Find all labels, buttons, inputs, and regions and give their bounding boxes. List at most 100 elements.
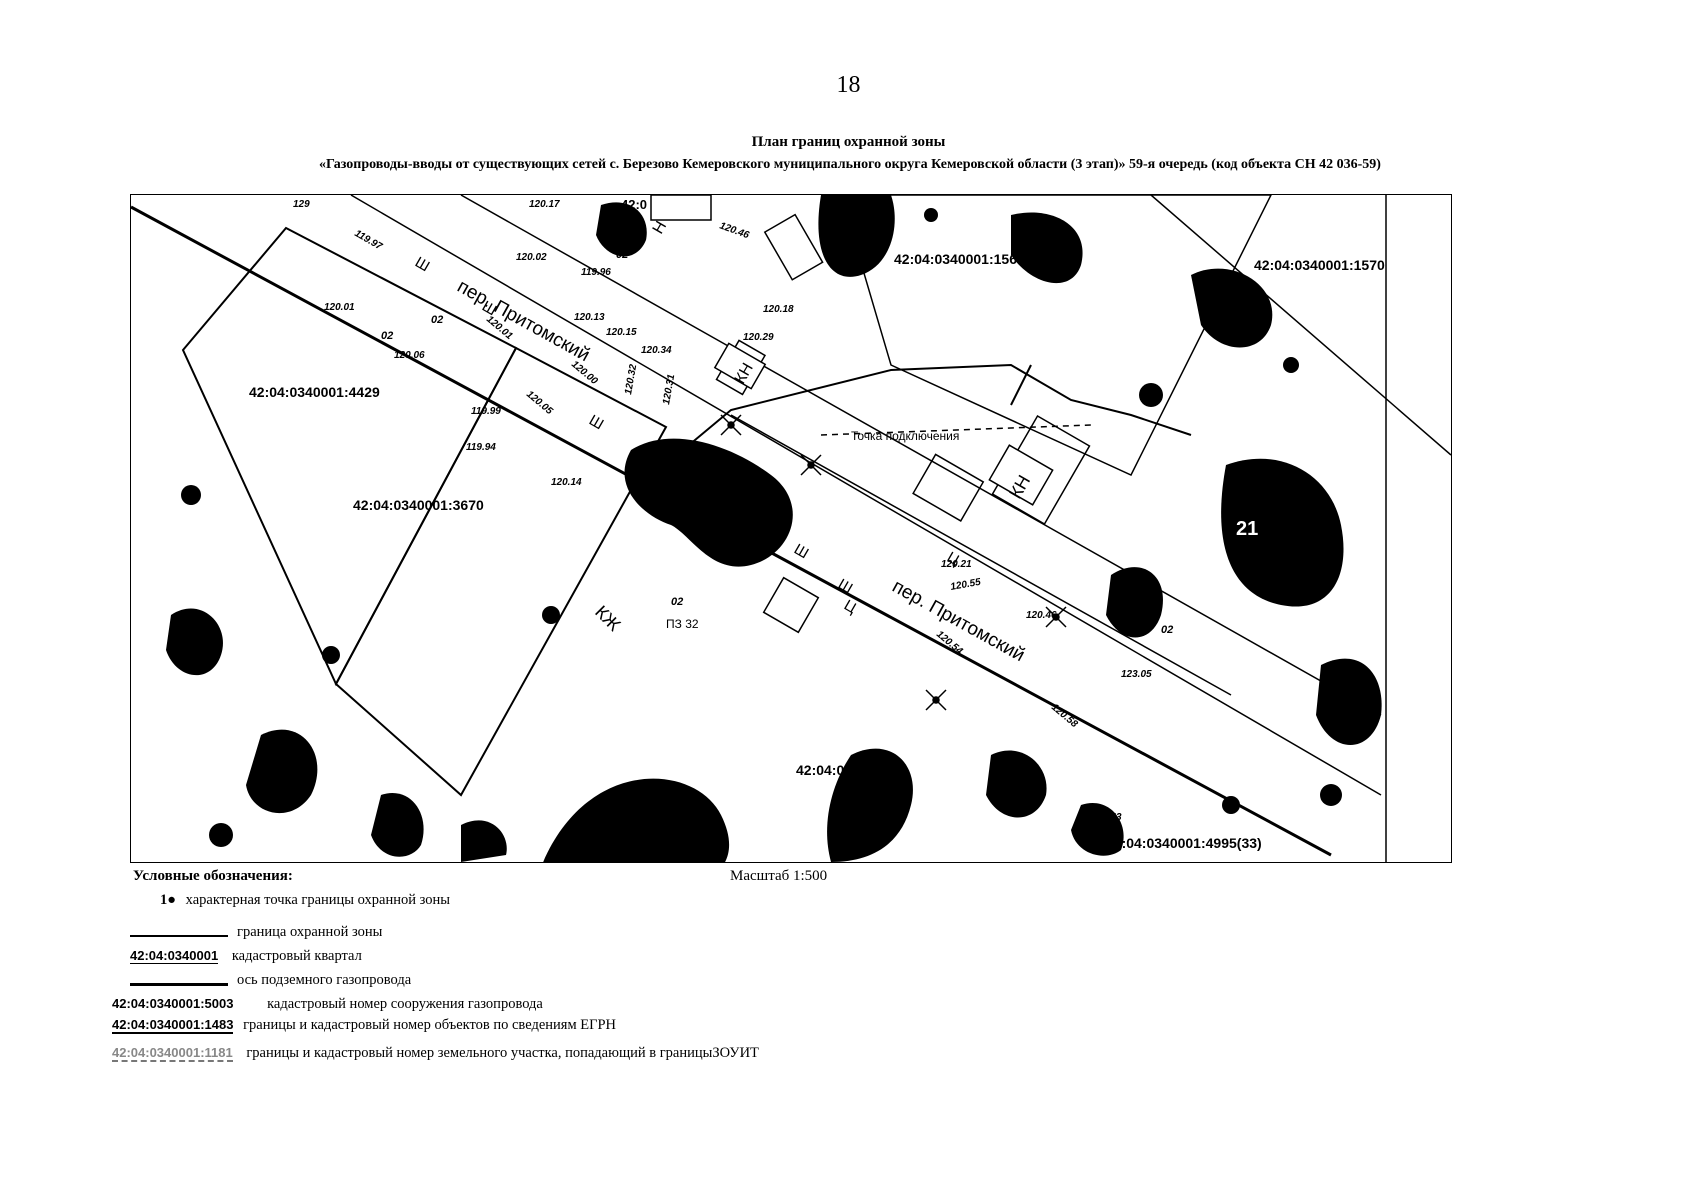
building-label-n: Н [650, 218, 671, 237]
elevation-label: 120.15 [606, 327, 637, 338]
legend-row-quarter: 42:04:0340001 кадастровый квартал [130, 948, 362, 965]
legend-title: Условные обозначения: [133, 868, 293, 884]
parcel-label-quarter: 42:04:0340001 [796, 762, 891, 778]
elevation-label: 120.17 [529, 199, 560, 210]
parcel-label-4995: 42:04:0340001:4995(33) [1106, 835, 1262, 851]
boundary-line-sample [130, 935, 228, 937]
utility-mark: Ш [835, 576, 855, 598]
dark-mass [246, 729, 318, 814]
dark-mass [624, 438, 793, 567]
legend-parcel-text: границы и кадастровый номер земельного у… [246, 1045, 759, 1061]
point-marker [800, 454, 822, 476]
elevation-label: 120.06 [394, 350, 425, 361]
dark-mass-group [166, 195, 1382, 862]
legend-structure-text: кадастровый номер сооружения газопровода [267, 996, 543, 1012]
elevation-label: 120.34 [641, 345, 672, 356]
dark-mass [461, 820, 507, 862]
cadastral-map: 42:04:0340001:4429 42:04:0340001:3670 42… [130, 194, 1452, 863]
dark-dot [1283, 357, 1299, 373]
legend-egrn-code: 42:04:0340001:1483 [112, 1017, 234, 1034]
building-label-21: 21 [1236, 518, 1258, 540]
dark-dot [1222, 796, 1240, 814]
kn-box-2 [988, 444, 1054, 506]
elevation-label: 120.31 [661, 373, 677, 405]
misc-mark: 02 [431, 314, 443, 326]
misc-marks: 02 02 02 02 02 [381, 249, 1173, 636]
parcel-label-4429: 42:04:0340001:4429 [249, 384, 380, 400]
boundary-points [720, 414, 1067, 711]
legend-structure-code: 42:04:0340001:5003 [112, 996, 234, 1011]
parcel-label-1569: 42:04:0340001:1569 [894, 251, 1025, 267]
plan-title: План границ охранной зоны [751, 134, 946, 150]
legend-row-parcel: 42:04:0340001:1181 границы и кадастровый… [112, 1045, 759, 1062]
dark-mass [371, 793, 424, 857]
connection-point-label: Точка подключения [851, 429, 959, 443]
parcel-boundary-east [840, 195, 1272, 476]
parcel-line-ne [1150, 195, 1451, 456]
utility-mark: Ш [412, 254, 432, 276]
building-label-kzh: КЖ [591, 602, 625, 636]
parcel-boundary-3670 [334, 346, 668, 797]
elevation-label: 130.43 [1091, 812, 1122, 823]
elevation-label: 119.96 [581, 267, 611, 278]
misc-mark: 02 [616, 249, 628, 261]
kn-box-1 [713, 342, 767, 390]
pipeline-axis-sample [130, 983, 228, 986]
misc-mark: 02 [381, 330, 393, 342]
dark-dot [924, 208, 938, 222]
dark-dot [1320, 784, 1342, 806]
elevation-label: 120.14 [551, 477, 582, 488]
elevation-label: 119.94 [466, 442, 496, 453]
building-label-42: 42 [506, 657, 522, 673]
legend-point-text: характерная точка границы охранной зоны [185, 892, 451, 908]
legend-quarter-code: 42:04:0340001 [130, 948, 219, 964]
legend-axis-text: ось подземного газопровода [237, 972, 412, 988]
dark-dot [322, 646, 340, 664]
pz-label: ПЗ 32 [666, 617, 699, 631]
parcel-label-top: 42:0 [621, 197, 647, 212]
dark-dot [209, 823, 233, 847]
dark-mass [818, 195, 895, 277]
legend-row-egrn: 42:04:0340001:1483 границы и кадастровый… [112, 1017, 616, 1034]
dark-mass [1106, 567, 1163, 638]
elevation-label: 120.46 [1026, 610, 1057, 621]
parcel-label-3670: 42:04:0340001:3670 [353, 497, 484, 513]
connection-leader [1010, 364, 1032, 406]
point-marker [1045, 606, 1067, 628]
point-marker [925, 689, 947, 711]
dark-mass [1011, 212, 1083, 284]
misc-mark: 02 [671, 596, 683, 608]
dark-mass [166, 608, 223, 676]
plan-subtitle: «Газопроводы-вводы от существующих сетей… [319, 157, 1381, 172]
legend-row-structure: 42:04:0340001:5003 кадастровый номер соо… [112, 996, 543, 1013]
boundary-point-icon: 1● [160, 892, 177, 908]
page-number: 18 [836, 72, 861, 98]
legend-egrn-text: границы и кадастровый номер объектов по … [243, 1017, 617, 1033]
quarter-dashed-line [820, 424, 1092, 436]
elevation-label: 119.97 [353, 228, 385, 253]
dark-mass [596, 202, 647, 257]
elevation-label: 120.21 [941, 559, 972, 570]
utility-mark: Ш [586, 412, 606, 434]
elevation-label: 120.18 [763, 304, 794, 315]
dark-mass [827, 748, 913, 862]
elevation-label: 120.55 [950, 577, 982, 593]
dark-mass [1316, 658, 1382, 745]
map-scale: Масштаб 1:500 [730, 868, 828, 884]
elevation-label: 123.05 [1121, 669, 1152, 680]
elevation-label: 129 [293, 199, 310, 210]
gas-pipeline-axis [640, 363, 1192, 486]
elevation-label: 120.29 [743, 332, 774, 343]
dark-mass [1191, 268, 1273, 348]
misc-mark: 02 [1161, 624, 1173, 636]
dark-mass [1221, 458, 1344, 607]
utility-mark: Ц [841, 597, 859, 617]
dark-mass [986, 750, 1047, 818]
utility-mark: Ш [791, 541, 811, 563]
elevation-label: 120.05 [524, 389, 555, 417]
legend-quarter-text: кадастровый квартал [231, 948, 362, 964]
point-marker [720, 414, 742, 436]
elevation-label: 120.02 [516, 252, 547, 263]
dark-mass [1071, 803, 1124, 856]
elevation-label: 120.46 [718, 220, 751, 241]
